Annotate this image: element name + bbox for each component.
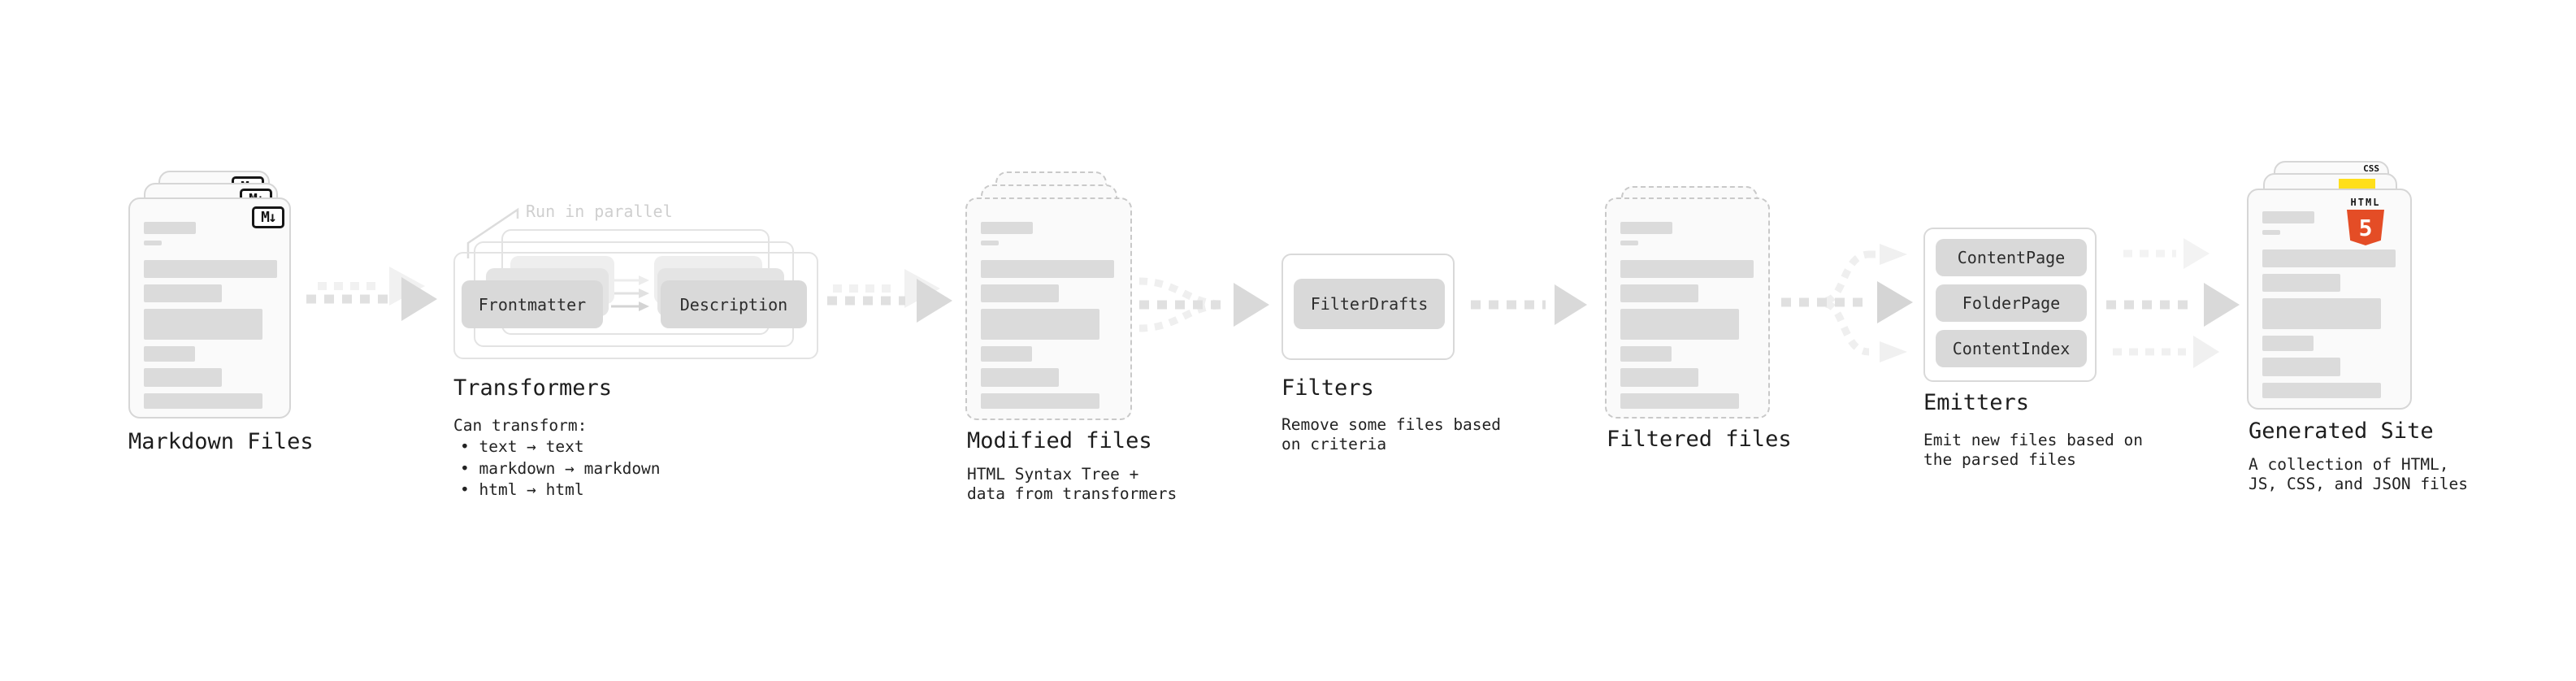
stage-markdown-files: M↓ M↓ M↓ [128,171,299,423]
emitters-subtitle: Emit new files based on the parsed files [1923,431,2144,469]
doc-content-bars [2262,211,2396,398]
run-in-parallel-callout: Run in parallel [526,202,673,221]
arrow-filtered-to-emitters-icon [1781,244,1913,362]
stage-title-emitters: Emitters [1923,390,2030,415]
doc-content-bars [981,222,1114,409]
doc-content-bars [144,222,277,409]
transformers-desc-heading: Can transform: [453,416,588,435]
filter-drafts-pill: FilterDrafts [1294,279,1445,329]
stage-title-markdown-files: Markdown Files [128,429,314,454]
content-index-pill: ContentIndex [1936,330,2087,367]
stage-modified-files [965,171,1136,423]
filters-subtitle: Remove some files based on criteria [1281,415,1502,453]
generated-site-subtitle: A collection of HTML, JS, CSS, and JSON … [2249,455,2469,493]
modified-file-card-front [965,197,1132,420]
markdown-file-card-front: M↓ [128,197,291,419]
transformers-bullet-list: • text → text • markdown → markdown • ht… [460,436,661,501]
stage-transformers: Frontmatter Description [453,229,818,359]
doc-content-bars [1620,222,1754,409]
folder-page-pill: FolderPage [1936,284,2087,322]
markdown-icon: M↓ [252,206,284,228]
stage-title-modified-files: Modified files [967,428,1152,453]
stage-title-filtered-files: Filtered files [1607,427,1792,452]
description-pill: Description [661,280,807,328]
transformer-box-front [453,252,818,359]
arrow-filters-to-filtered-icon [1471,284,1587,325]
content-page-pill: ContentPage [1936,239,2087,276]
frontmatter-pill: Frontmatter [462,280,603,328]
arrow-emitters-to-generated-icon [2106,238,2240,368]
generated-html-card: HTML 5 [2247,189,2412,410]
bullet-item: • html → html [460,480,584,499]
stage-generated-site: CSS HTML 5 [2247,161,2418,413]
bullet-item: • markdown → markdown [460,458,661,478]
stage-emitters-box: ContentPage FolderPage ContentIndex [1923,228,2097,382]
stage-filtered-files [1605,186,1776,422]
arrow-transformers-to-modified-icon [827,269,952,323]
modified-files-subtitle: HTML Syntax Tree + data from transformer… [967,465,1177,503]
html5-icon: HTML 5 [2340,197,2392,245]
stage-title-generated-site: Generated Site [2249,419,2434,444]
bullet-item: • text → text [460,437,584,456]
arrow-modified-to-filters-icon [1138,277,1269,332]
stage-title-transformers: Transformers [453,375,613,401]
arrow-markdown-to-transformers-icon [306,267,437,321]
filtered-file-card-front [1605,197,1770,419]
stage-title-filters: Filters [1281,375,1374,401]
stage-filters-box: FilterDrafts [1281,254,1455,360]
